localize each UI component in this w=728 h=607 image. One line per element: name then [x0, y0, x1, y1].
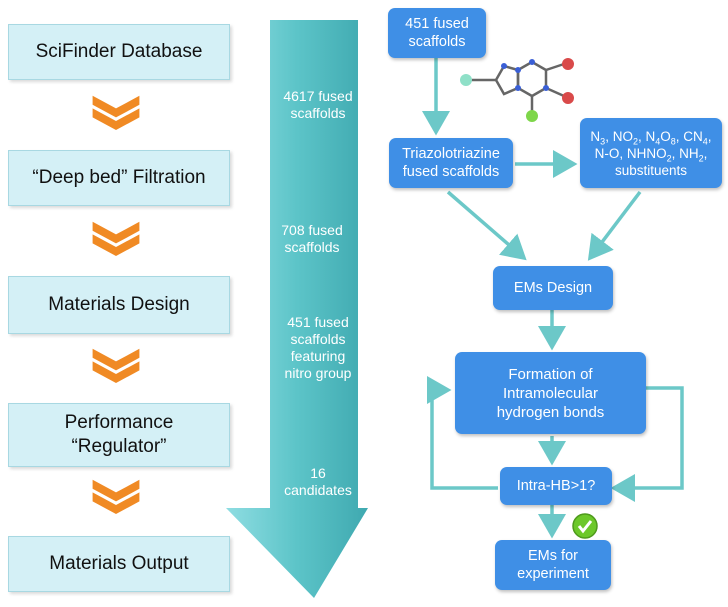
funnel-label-16: 16 candidates	[268, 465, 368, 499]
stage-label: Materials Output	[49, 553, 189, 574]
formula-sub: 2	[666, 153, 672, 164]
funnel-text: scaffolds	[284, 239, 340, 255]
stage-label: “Deep bed” Filtration	[32, 167, 206, 188]
box-triazolotriazine: Triazolotriazine fused scaffolds	[389, 138, 513, 188]
formula-text: O	[660, 128, 671, 144]
substituents-line3: substituents	[614, 162, 688, 178]
formula-text: , NO	[605, 128, 633, 144]
check-circle-icon	[572, 513, 598, 539]
formula-text: ,	[703, 145, 708, 161]
box-ems-experiment: EMs for experiment	[495, 540, 611, 590]
stage-scifinder-database: SciFinder Database	[8, 24, 230, 80]
box-text: experiment	[517, 566, 589, 582]
funnel-label-708: 708 fused scaffolds	[262, 222, 362, 256]
formula-text: , CN	[675, 128, 703, 144]
box-substituents: N3, NO2, N4O8, CN4, N-O, NHNO2, NH2, sub…	[580, 118, 722, 188]
formula-text: ,	[707, 128, 712, 144]
stage-label: SciFinder Database	[35, 41, 203, 62]
box-text: 451 fused	[405, 16, 469, 32]
funnel-text: featuring	[290, 348, 346, 364]
stage-label: “Regulator”	[71, 436, 167, 457]
triazolotriazine-molecule-icon	[460, 58, 574, 122]
funnel-text: 708 fused	[281, 222, 343, 238]
funnel-text: scaffolds	[290, 105, 346, 121]
double-chevron-down-icon	[92, 95, 140, 130]
formula-sub: 2	[698, 153, 704, 164]
formula-sub: 8	[670, 136, 676, 147]
box-text: Intramolecular	[502, 384, 599, 402]
substituents-line1: N3, NO2, N4O8, CN4,	[590, 128, 712, 147]
stage-performance-regulator: Performance “Regulator”	[8, 403, 230, 467]
formula-sub: 2	[632, 136, 638, 147]
box-text: fused scaffolds	[402, 164, 500, 180]
stage-deep-bed-filtration: “Deep bed” Filtration	[8, 150, 230, 206]
funnel-text: 451 fused	[287, 314, 349, 330]
double-chevron-down-icon	[92, 221, 140, 256]
box-text: Formation of	[508, 365, 593, 383]
funnel-text: 4617 fused	[283, 88, 353, 104]
formula-text: N-O, NHNO	[594, 145, 667, 161]
funnel-label-4617: 4617 fused scaffolds	[268, 88, 368, 122]
double-chevron-down-icon	[92, 348, 140, 383]
box-451-fused-scaffolds: 451 fused scaffolds	[388, 8, 486, 58]
box-text: Intra-HB>1?	[516, 478, 596, 494]
funnel-text: nitro group	[284, 365, 352, 381]
box-text: EMs Design	[513, 280, 593, 296]
box-formation-hbonds: Formation of Intramolecular hydrogen bon…	[455, 352, 646, 434]
box-text: hydrogen bonds	[496, 403, 605, 421]
stage-materials-output: Materials Output	[8, 536, 230, 592]
box-intra-hb-decision: Intra-HB>1?	[500, 467, 612, 505]
box-ems-design: EMs Design	[493, 266, 613, 310]
funnel-arrow	[226, 20, 368, 598]
formula-sub: 4	[702, 136, 708, 147]
stage-label: Materials Design	[48, 294, 190, 315]
substituents-line2: N-O, NHNO2, NH2,	[594, 145, 708, 164]
double-chevron-down-icon	[92, 479, 140, 514]
formula-text: , NH	[671, 145, 699, 161]
box-text: Triazolotriazine	[402, 146, 500, 162]
funnel-text: 16	[310, 465, 326, 481]
stage-label: Performance	[64, 412, 174, 433]
funnel-label-451: 451 fused scaffolds featuring nitro grou…	[268, 314, 368, 382]
stage-materials-design: Materials Design	[8, 276, 230, 334]
box-text: EMs for	[528, 548, 578, 564]
funnel-text: candidates	[284, 482, 352, 498]
formula-sub: 4	[655, 136, 661, 147]
funnel-text: scaffolds	[290, 331, 346, 347]
formula-sub: 3	[600, 136, 606, 147]
formula-text: N	[590, 128, 601, 144]
formula-text: , N	[637, 128, 656, 144]
box-text: scaffolds	[408, 34, 466, 50]
